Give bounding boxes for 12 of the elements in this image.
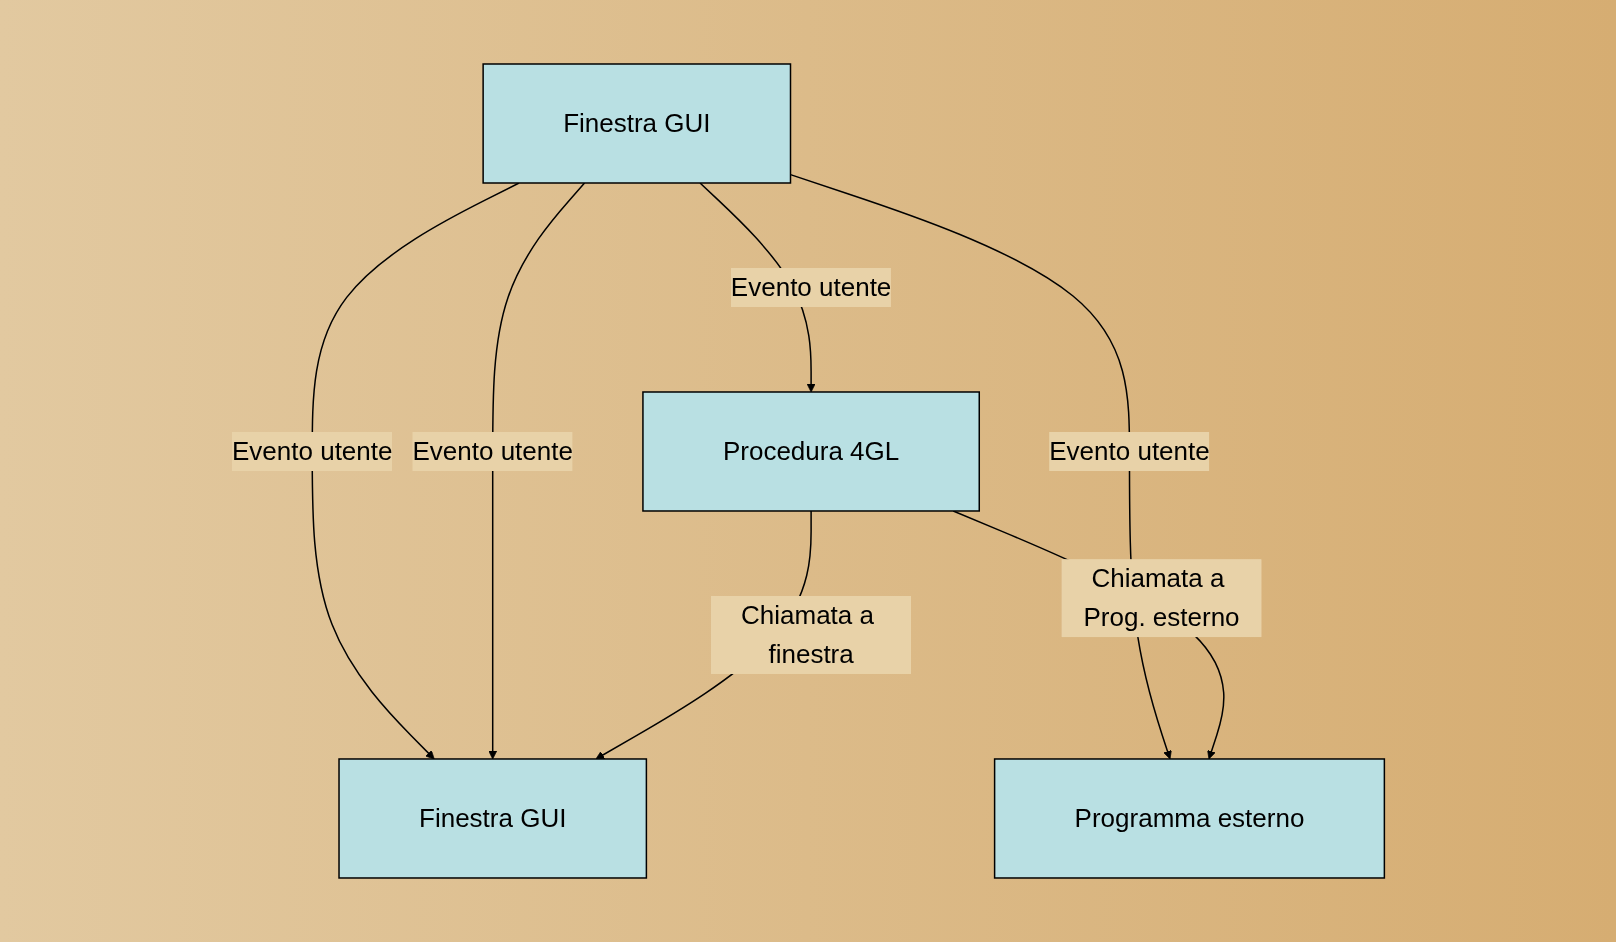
edge-label: Evento utente (730, 272, 892, 302)
edge-label: Evento utente (1049, 435, 1210, 466)
node-box: Finestra GUI (482, 63, 792, 184)
edge-label: Evento utente (231, 435, 393, 466)
edge-label: Chiamata a Prog. esterno (1083, 563, 1240, 633)
arrow (488, 182, 586, 760)
edge-label: Chiamata a finestra (740, 599, 874, 669)
node-box: Procedura 4GL (642, 391, 980, 512)
node-box: Programma esterno (993, 758, 1385, 879)
node-box: Finestra GUI (338, 758, 647, 879)
edge-label: Evento utente (412, 435, 573, 466)
arrow (311, 182, 520, 760)
